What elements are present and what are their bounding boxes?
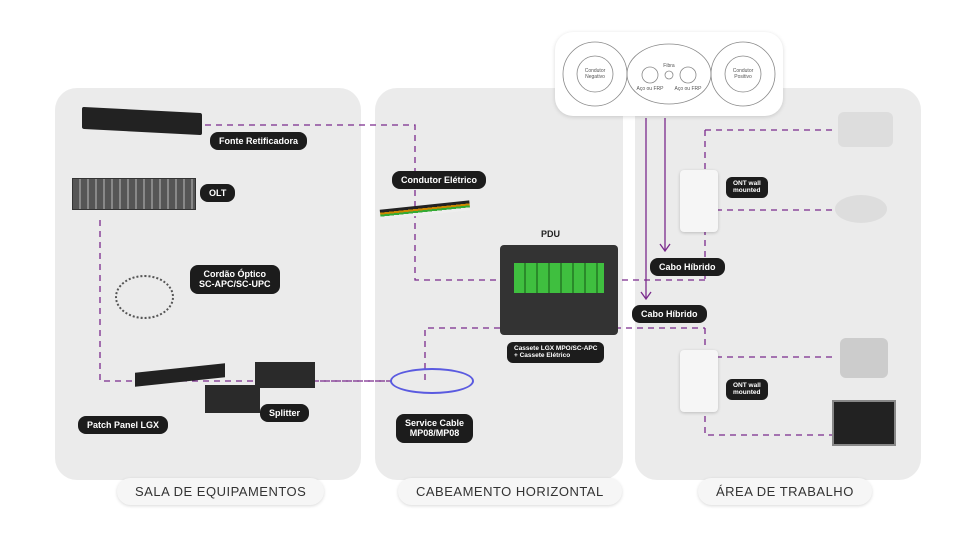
cable-cross-section: Condutor Negativo Fibra Aço ou FRP Aço o…	[555, 32, 783, 116]
arrow-cabo-hibrido-2	[640, 118, 652, 301]
label-condutor-eletrico: Condutor Elétrico	[392, 171, 486, 190]
label-ont-1: ONT wall mounted	[726, 177, 768, 198]
phone-device	[840, 338, 888, 378]
tv-device	[832, 400, 896, 446]
label-cabo-hibrido-1: Cabo Híbrido	[650, 258, 725, 277]
section-title-cabeamento: CABEAMENTO HORIZONTAL	[398, 478, 622, 505]
pdu-device	[500, 245, 618, 335]
splitter-device-2	[255, 362, 315, 388]
section-title-sala: SALA DE EQUIPAMENTOS	[117, 478, 325, 505]
label-condutor-positivo: Condutor Positivo	[732, 68, 754, 80]
label-patch-panel: Patch Panel LGX	[78, 416, 169, 435]
service-cable-device	[390, 368, 474, 394]
olt-device	[72, 178, 196, 210]
label-cordao-optico: Cordão Óptico SC-APC/SC-UPC	[190, 265, 280, 294]
label-condutor-negativo: Condutor Negativo	[584, 68, 606, 80]
ont-device-2	[680, 350, 718, 412]
label-cabo-hibrido-2: Cabo Híbrido	[632, 305, 707, 324]
line-ont1-devices	[704, 129, 835, 280]
ont-device-1	[680, 170, 718, 232]
ceiling-ap-device	[835, 195, 887, 223]
label-olt: OLT	[200, 184, 236, 203]
camera-device	[838, 112, 893, 147]
label-fonte-retificadora: Fonte Retificadora	[210, 132, 308, 151]
section-title-area: ÁREA DE TRABALHO	[698, 478, 872, 505]
label-pdu: PDU	[541, 229, 561, 239]
label-aco-1: Aço ou FRP	[636, 86, 664, 92]
line-ont2-devices	[704, 328, 835, 436]
arrow-cabo-hibrido-1	[659, 118, 671, 253]
label-service-cable: Service Cable MP08/MP08	[396, 414, 474, 443]
label-aco-2: Aço ou FRP	[674, 86, 702, 92]
splitter-device	[205, 385, 260, 413]
label-splitter: Splitter	[260, 404, 310, 423]
label-fibra: Fibra	[663, 63, 675, 69]
label-cassete: Cassete LGX MPO/SC-APC + Cassete Elétric…	[507, 342, 605, 363]
label-ont-2: ONT wall mounted	[726, 379, 768, 400]
cordao-optico-device	[115, 275, 174, 319]
